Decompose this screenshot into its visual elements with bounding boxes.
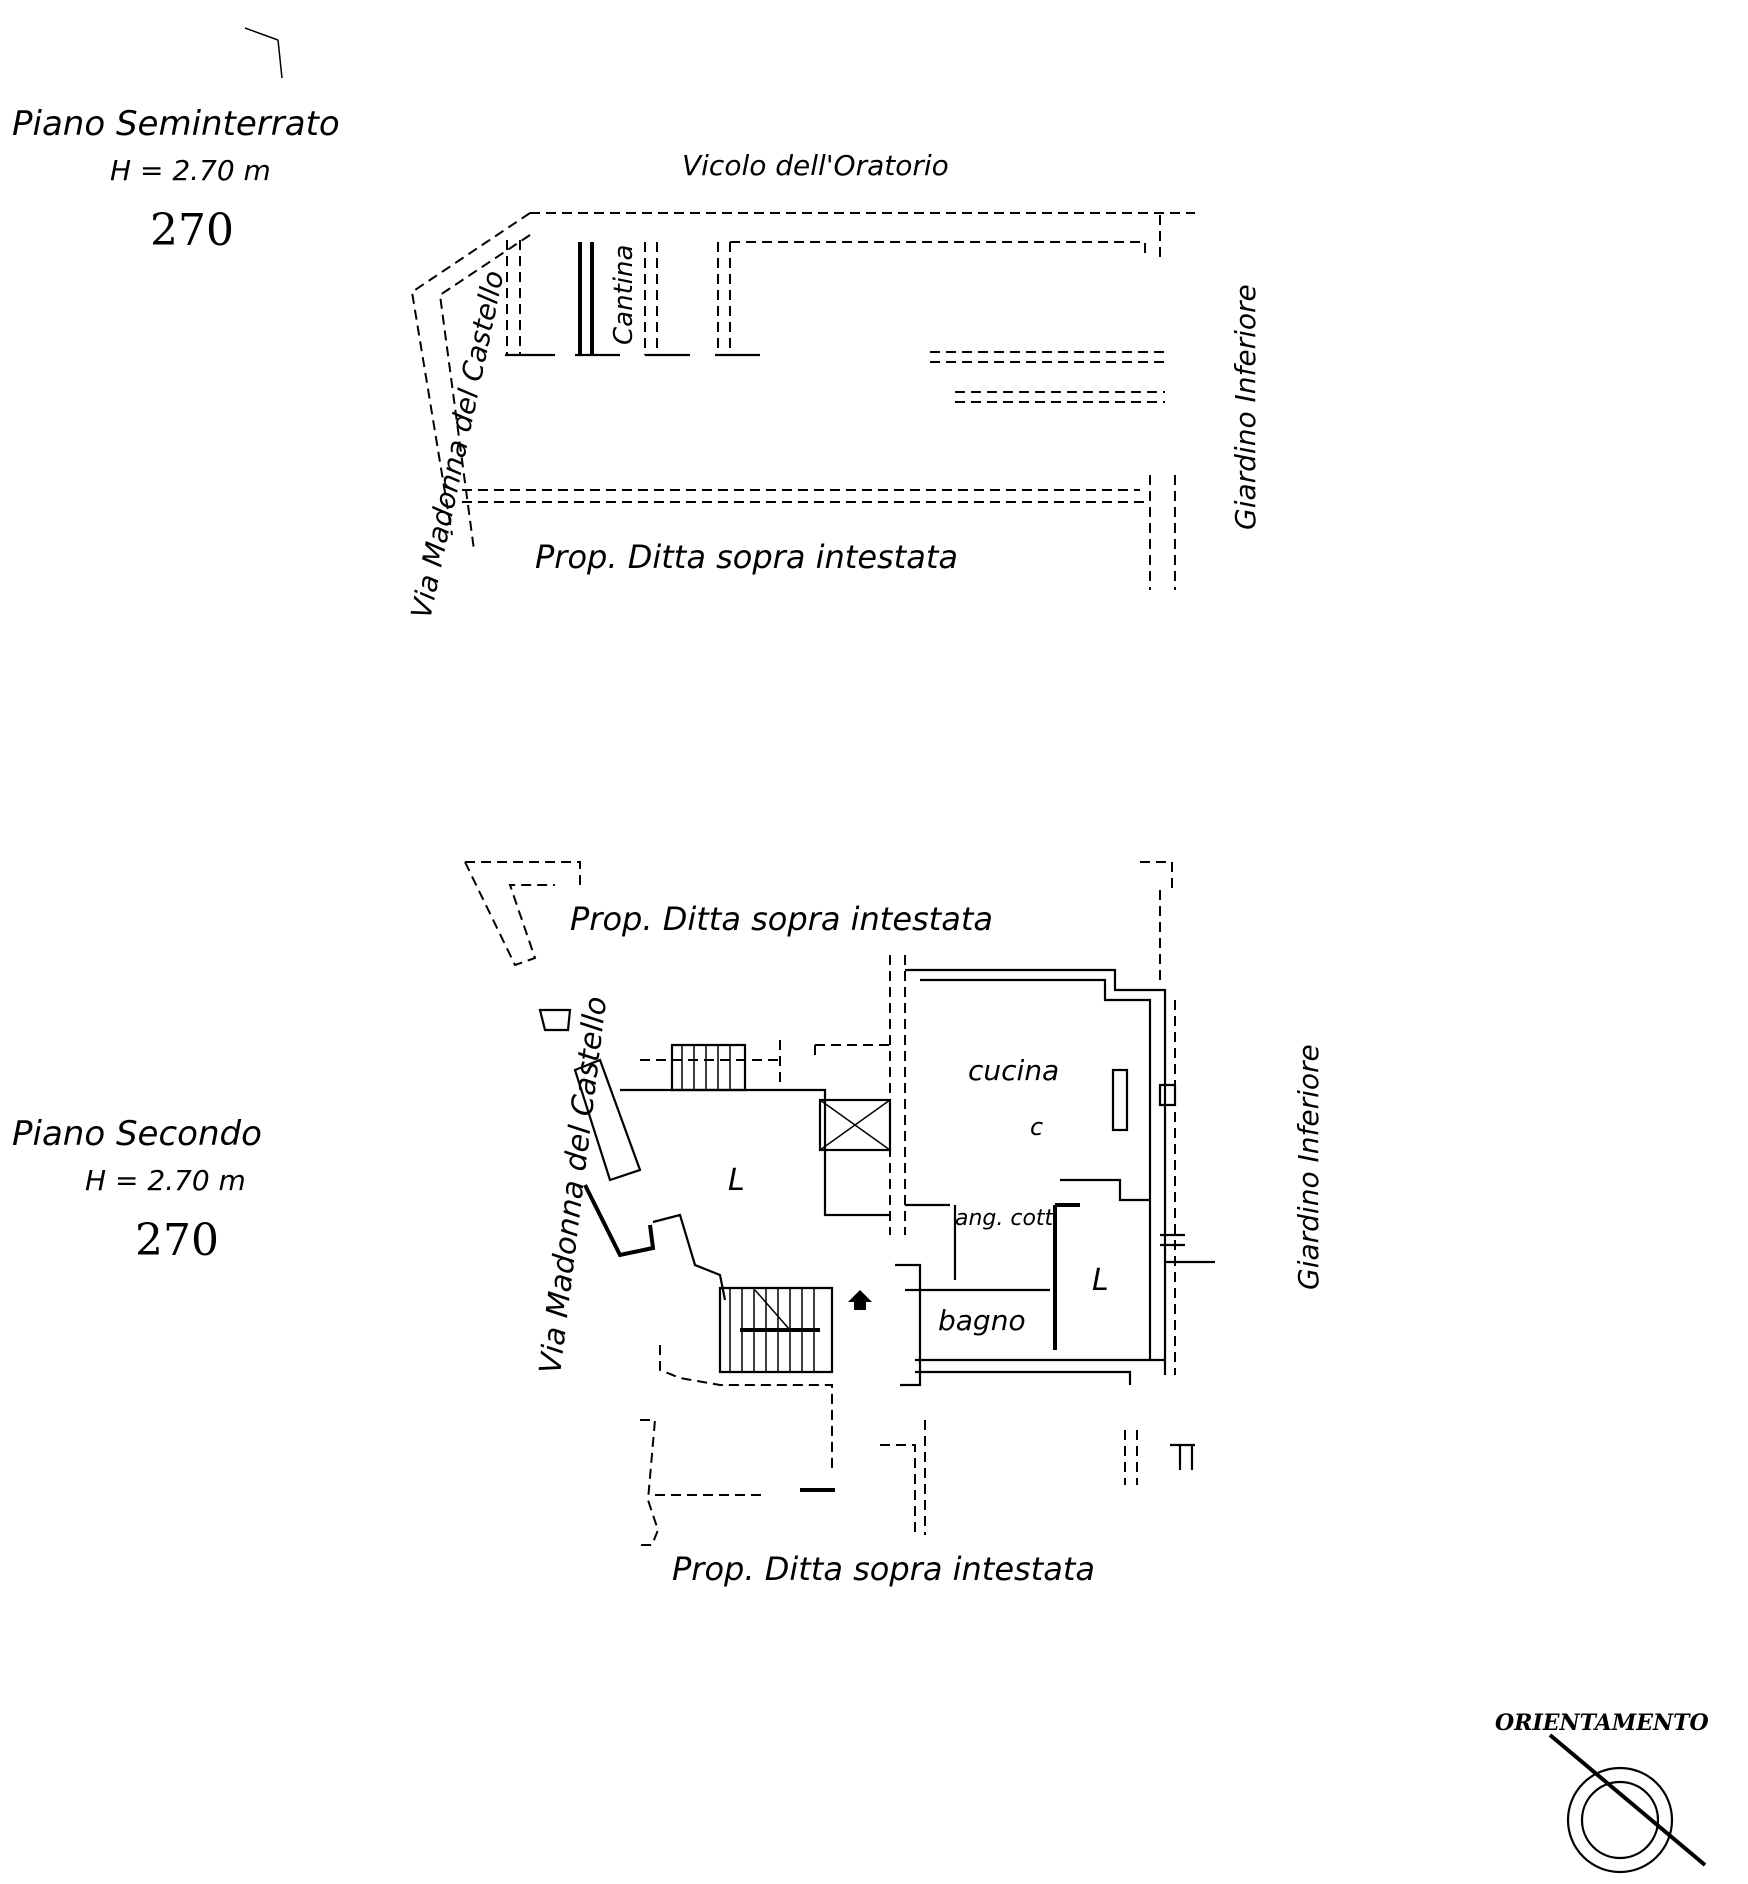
cucina-pier — [1158, 1083, 1177, 1107]
room-cucina: cucina — [968, 1054, 1059, 1087]
se-pier-1 — [1124, 1430, 1138, 1485]
entrance-arrow-icon — [848, 1290, 872, 1310]
room-c-symbol: c — [1030, 1113, 1043, 1141]
prop-label-second-top: Prop. Ditta sopra intestata — [570, 900, 993, 938]
prop-label-second-bottom: Prop. Ditta sopra intestata — [672, 1550, 1095, 1588]
compass-inner-ring — [1580, 1780, 1660, 1860]
compass-needle-line — [1548, 1733, 1707, 1867]
semi-title-block: Piano Seminterrato H = 2.70 m 270 — [12, 27, 340, 256]
room-right-symbol: L — [1092, 1263, 1109, 1298]
garden-semi: Giardino Inferiore — [1229, 284, 1262, 530]
west-stair-top — [640, 1040, 781, 1085]
west-room-wall-upper — [573, 1058, 642, 1182]
nw-pillar — [538, 1008, 572, 1032]
entry-pier — [895, 1263, 922, 1387]
prop-label-semi-bottom: Prop. Ditta sopra intestata — [535, 538, 958, 576]
semi-floor-plan: Vicolo dell'Oratorio Cantina Via Madonna… — [405, 149, 1262, 621]
semi-inner-north — [730, 241, 1146, 256]
upper-landing — [814, 1044, 890, 1060]
room-west-symbol: L — [728, 1163, 745, 1198]
angolo-cottura-walls — [905, 1203, 1050, 1292]
right-room-opening — [1160, 1233, 1215, 1264]
west-room-north — [620, 1088, 890, 1217]
second-title-block: Piano Secondo H = 2.70 m 270 — [12, 1114, 262, 1266]
semi-partition-1 — [930, 351, 1165, 363]
se-pier-2 — [1170, 1443, 1195, 1470]
west-room-bay — [583, 1184, 656, 1258]
central-dividing-wall — [889, 955, 906, 1235]
cellar-wall-4 — [717, 242, 731, 355]
street-via-madonna-second: Via Madonna del Castello — [533, 995, 614, 1376]
garden-second: Giardino Inferiore — [1292, 1044, 1325, 1290]
second-floor-title: Piano Secondo — [12, 1114, 262, 1154]
nw-neighbour — [464, 861, 581, 967]
sw-pier — [640, 1419, 660, 1546]
semi-west-wall — [410, 212, 531, 536]
west-room-wall-lower — [652, 1213, 727, 1301]
orientation-label: ORIENTAMENTO — [1495, 1710, 1709, 1736]
east-block-inner — [920, 978, 1152, 1360]
cellar-wall-1 — [506, 240, 521, 355]
room-ang-cott: ang. cott. — [955, 1206, 1060, 1231]
room-bagno: bagno — [938, 1304, 1026, 1337]
street-via-madonna-semi: Via Madonna del Castello — [405, 268, 511, 622]
lift-shaft — [818, 1098, 892, 1152]
east-block-outline — [905, 968, 1167, 1375]
semi-floor-height: H = 2.70 m — [110, 154, 271, 187]
south-entry-pier — [880, 1420, 926, 1535]
sw-outline — [659, 1345, 833, 1470]
semi-floor-title: Piano Seminterrato — [12, 104, 340, 144]
north-tick-stem — [277, 39, 283, 79]
lower-stair — [718, 1286, 834, 1374]
compass-outer-ring — [1566, 1766, 1674, 1874]
bath-partition — [1053, 1203, 1080, 1350]
street-vicolo-oratorio: Vicolo dell'Oratorio — [682, 149, 949, 182]
orientation-compass: ORIENTAMENTO — [1495, 1710, 1709, 1874]
semi-partition-2 — [955, 391, 1165, 403]
second-floor-height: H = 2.70 m — [85, 1164, 246, 1197]
second-floor-number: 270 — [135, 1215, 219, 1266]
right-room-north — [1060, 1178, 1150, 1202]
second-floor-plan: Prop. Ditta sopra intestata cucina c ang… — [464, 861, 1325, 1588]
north-tick — [244, 27, 279, 41]
room-cantina: Cantina — [609, 245, 639, 345]
ne-neighbour — [1140, 861, 1173, 980]
cellar-wall-3 — [644, 242, 658, 355]
semi-east-pier — [1149, 475, 1176, 590]
cucina-window — [1111, 1068, 1129, 1132]
east-block-south — [915, 1358, 1165, 1385]
upper-stair — [670, 1043, 747, 1092]
cellar-wall-2 — [578, 242, 594, 355]
semi-floor-number: 270 — [150, 205, 234, 256]
semi-west-wall-inner — [438, 234, 531, 551]
